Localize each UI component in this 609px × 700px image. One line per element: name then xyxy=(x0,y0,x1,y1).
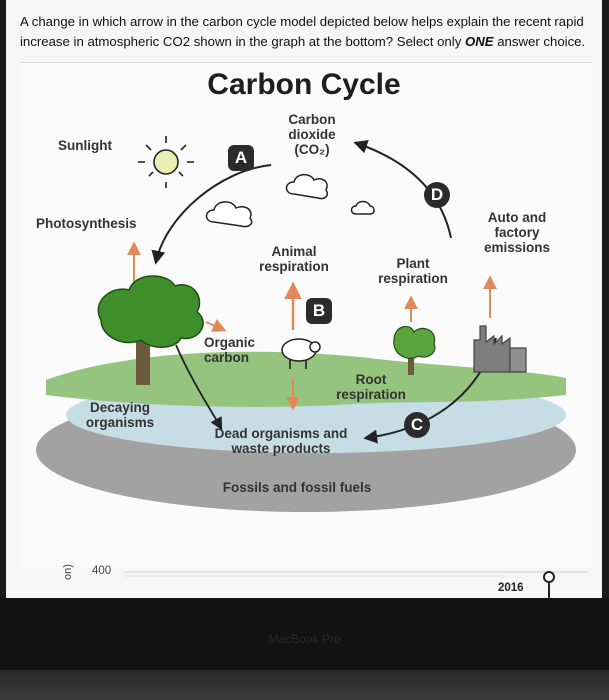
arrow-label-a: A xyxy=(228,145,254,171)
label-plant-respiration: Plant respiration xyxy=(368,256,458,286)
arrow-label-c: C xyxy=(404,412,430,438)
label-root-respiration: Root respiration xyxy=(326,372,416,402)
label-organic-carbon: Organic carbon xyxy=(204,335,255,365)
plant-icon xyxy=(393,325,436,375)
label-dead-line1: Dead organisms and xyxy=(214,426,348,441)
label-animal-respiration-line1: Animal xyxy=(271,244,317,259)
label-decaying-line1: Decaying xyxy=(89,400,151,415)
screenshot-screen: A change in which arrow in the carbon cy… xyxy=(6,0,602,598)
label-carbon-dioxide-line3: (CO₂) xyxy=(294,142,330,157)
question-text-part2: answer choice. xyxy=(493,34,586,49)
label-auto-line2: factory xyxy=(494,225,540,240)
label-auto-line1: Auto and xyxy=(487,210,547,225)
label-organic-line2: carbon xyxy=(204,350,250,365)
arrow-label-b: B xyxy=(306,298,332,324)
label-auto-line3: emissions xyxy=(483,240,551,255)
arrow-decay xyxy=(175,344,223,431)
label-photosynthesis: Photosynthesis xyxy=(36,216,137,231)
graph-y-tick: 400 xyxy=(92,565,112,577)
label-root-line1: Root xyxy=(355,372,387,387)
label-plant-respiration-line2: respiration xyxy=(378,271,448,286)
carbon-cycle-diagram xyxy=(36,136,576,512)
label-decaying-organisms: Decaying organisms xyxy=(78,400,162,430)
arrow-organic-carbon xyxy=(205,319,227,332)
sun-icon xyxy=(138,136,194,188)
cloud-icon xyxy=(285,173,329,200)
diagram-title: Carbon Cycle xyxy=(207,68,401,101)
sheep-icon xyxy=(281,338,321,369)
cloud-icon xyxy=(205,201,253,228)
question-text-part1: A change in which arrow in the carbon cy… xyxy=(20,14,584,49)
label-carbon-dioxide: Carbon dioxide (CO₂) xyxy=(274,112,350,157)
label-fossils: Fossils and fossil fuels xyxy=(222,480,372,495)
label-root-line2: respiration xyxy=(336,387,406,402)
tree-icon xyxy=(97,275,204,385)
cloud-icon xyxy=(350,200,375,215)
graph-year-label: 2016 xyxy=(498,582,524,594)
arrow-a-photosynthesis xyxy=(151,164,272,265)
label-animal-respiration-line2: respiration xyxy=(259,259,329,274)
question-text: A change in which arrow in the carbon cy… xyxy=(20,12,595,52)
ground-layer xyxy=(46,351,566,407)
label-plant-respiration-line1: Plant xyxy=(396,256,430,271)
label-decaying-line2: organisms xyxy=(85,415,155,430)
label-carbon-dioxide-line1: Carbon xyxy=(288,112,336,127)
arrow-d-emissions xyxy=(353,139,452,239)
label-animal-respiration: Animal respiration xyxy=(246,244,342,274)
label-auto-factory-emissions: Auto and factory emissions xyxy=(476,210,558,255)
label-carbon-dioxide-line2: dioxide xyxy=(288,127,336,142)
label-sunlight: Sunlight xyxy=(58,138,112,153)
factory-icon xyxy=(473,325,527,373)
label-organic-line1: Organic xyxy=(204,335,256,350)
keyboard-edge xyxy=(0,670,609,700)
arrow-label-d: D xyxy=(424,182,450,208)
label-dead-organisms: Dead organisms and waste products xyxy=(206,426,356,456)
label-dead-line2: waste products xyxy=(231,441,331,456)
device-brand-label: MacBook Pro xyxy=(268,632,341,646)
question-emphasis: ONE xyxy=(464,34,494,49)
graph-y-label: on) xyxy=(62,564,74,580)
